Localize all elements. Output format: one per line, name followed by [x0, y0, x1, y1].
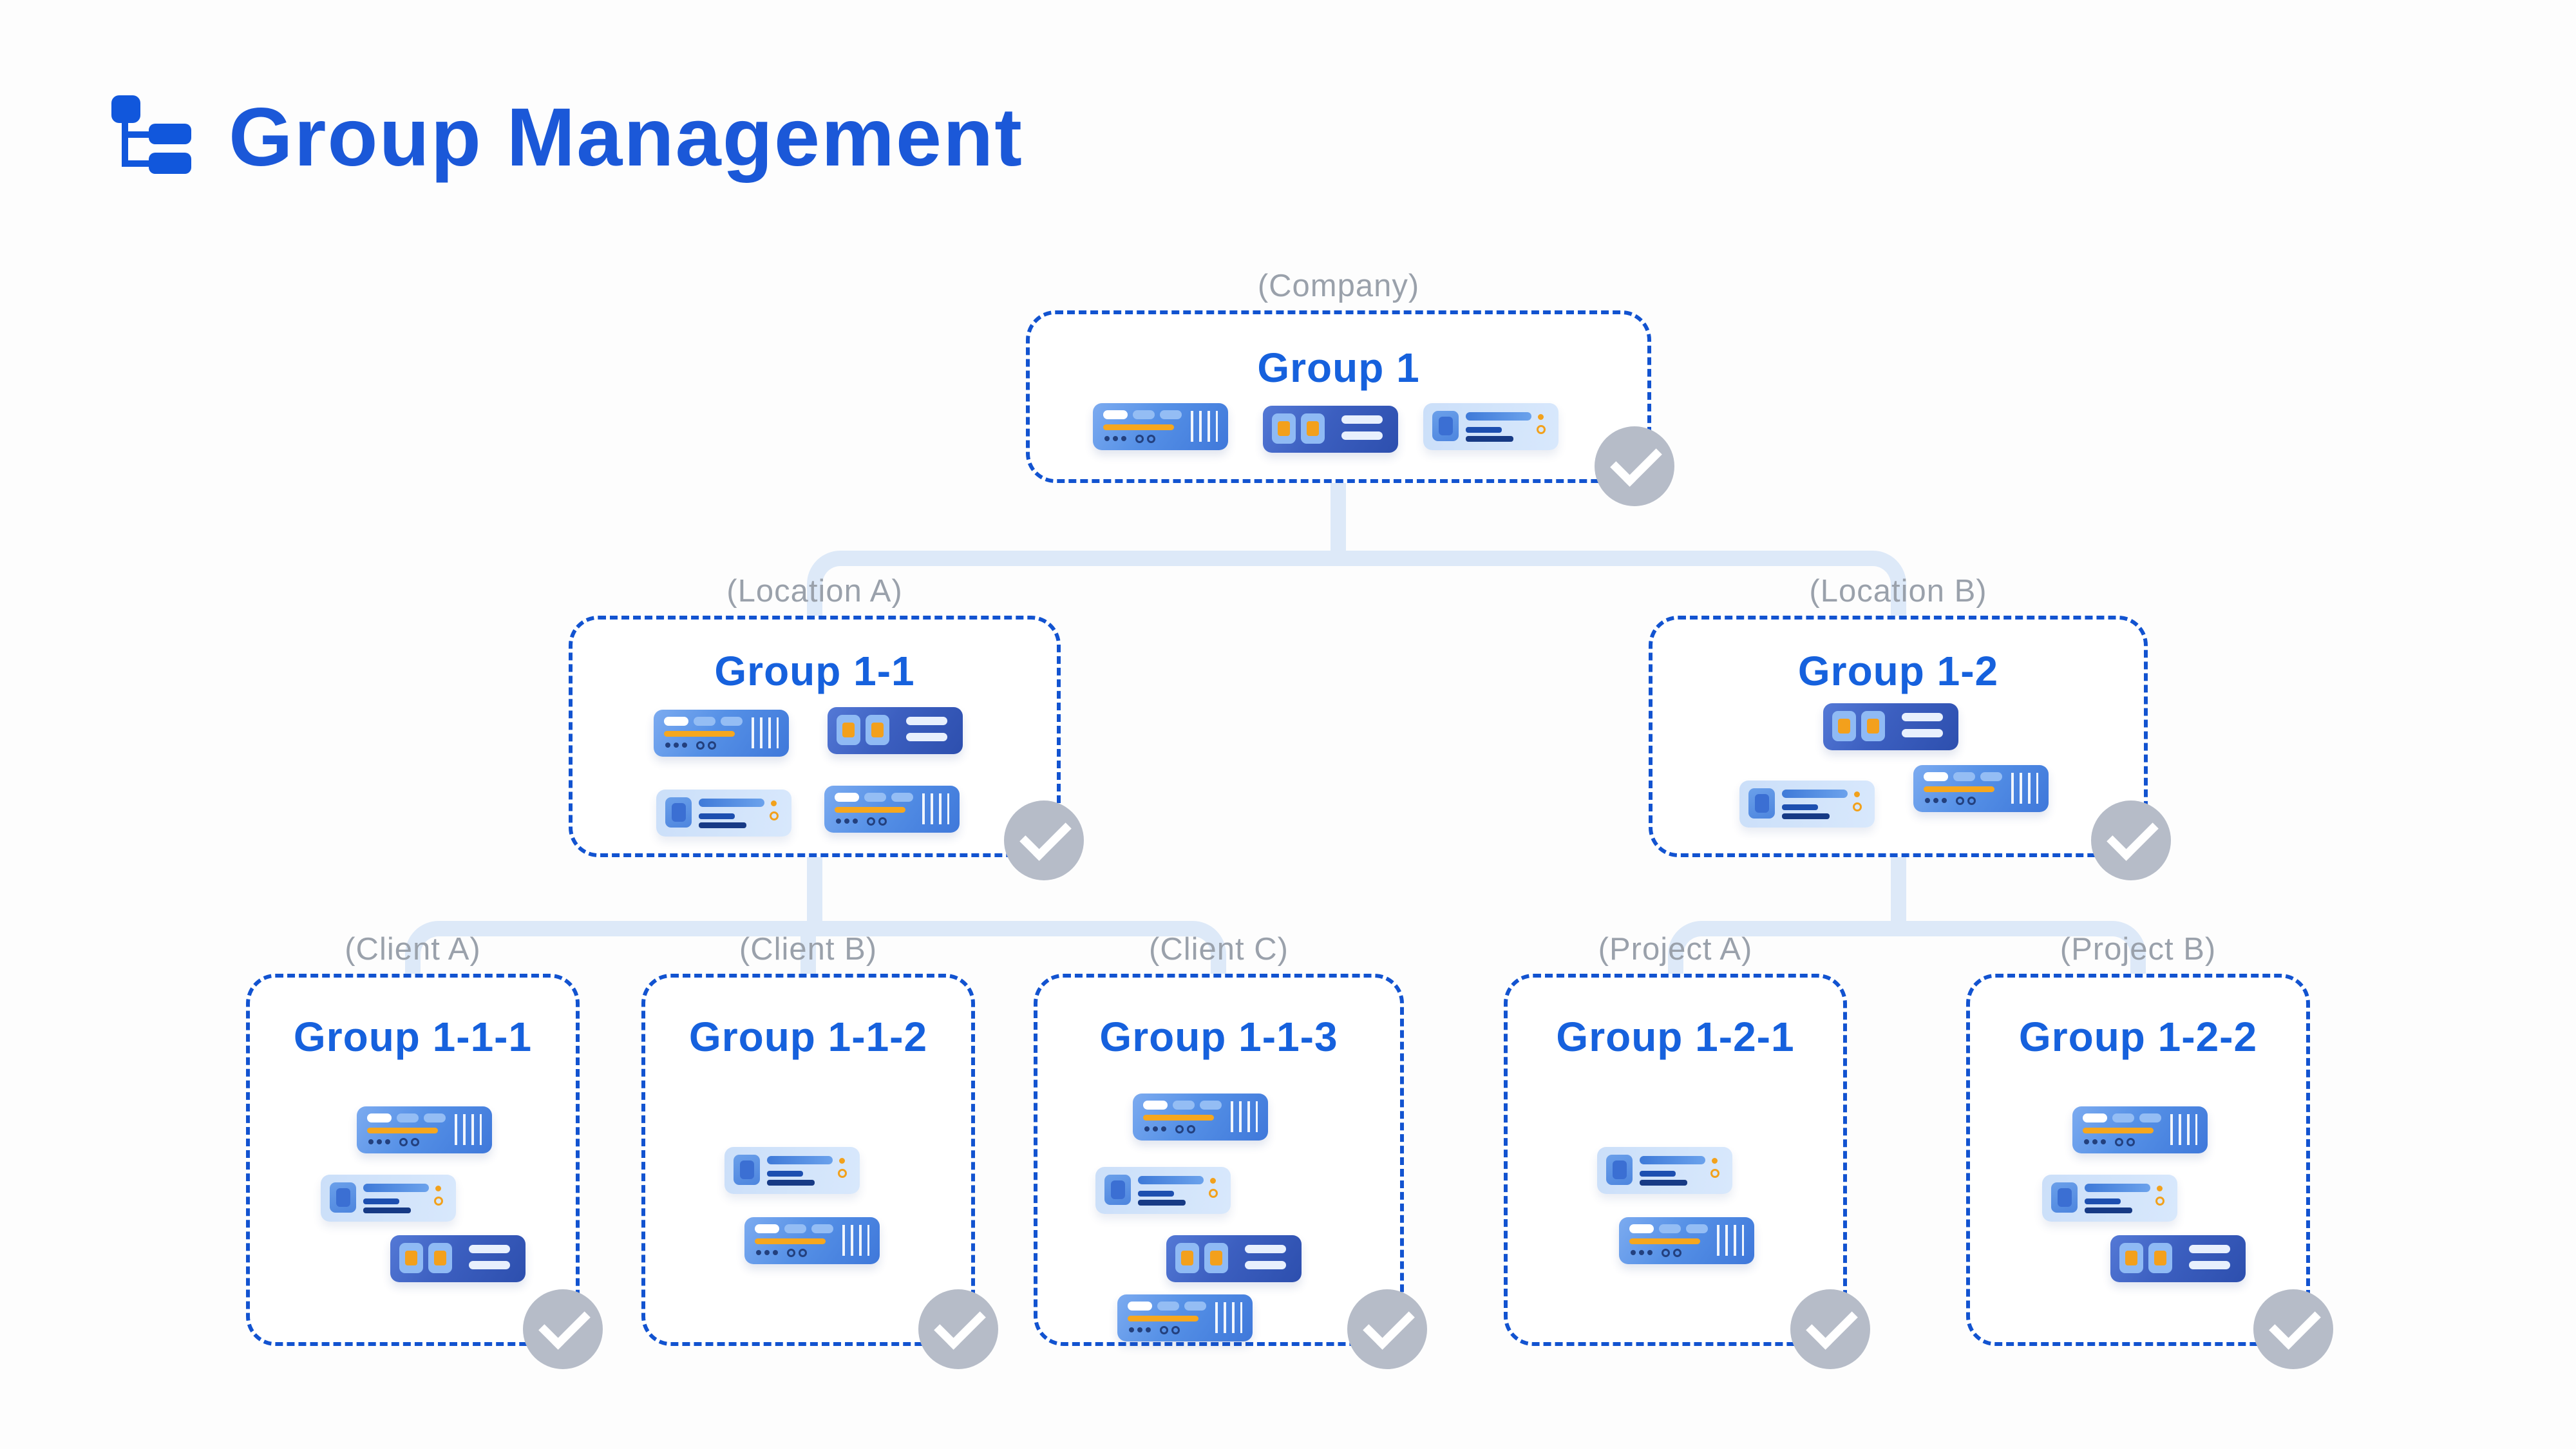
server-card-icon — [654, 710, 789, 757]
node-group-1-2: (Location B) Group 1-2 — [1649, 574, 2171, 880]
node-group-1-1: (Location A) Group 1-1 — [569, 574, 1084, 880]
node-tag: (Project A) — [1598, 932, 1753, 967]
check-icon — [1019, 809, 1072, 861]
server-panel-icon — [1597, 1147, 1732, 1194]
node-title: Group 1-1 — [714, 648, 915, 694]
connector-stem-location-b — [1891, 856, 1906, 927]
node-group-1-1-2: (Client B) Group 1-1-2 — [641, 932, 998, 1369]
node-group-1-1-3: (Client C) Group 1-1-3 — [1034, 932, 1427, 1369]
node-tag: (Client C) — [1149, 932, 1289, 967]
check-icon — [1363, 1298, 1415, 1350]
server-panel-icon — [321, 1175, 456, 1222]
node-tag: (Project B) — [2060, 932, 2217, 967]
check-icon — [934, 1298, 986, 1350]
server-card-icon — [1093, 403, 1228, 450]
node-tag: (Company) — [1257, 269, 1420, 303]
check-icon — [1610, 435, 1662, 487]
server-panel-icon — [656, 790, 791, 837]
node-tag: (Location A) — [726, 574, 903, 609]
status-badge — [1347, 1289, 1427, 1369]
node-title: Group 1-2-2 — [2018, 1014, 2258, 1060]
node-title: Group 1-2 — [1797, 648, 1999, 694]
connector-stem-company — [1331, 480, 1346, 558]
server-rack-icon — [1263, 406, 1398, 453]
status-badge — [523, 1289, 603, 1369]
node-tag: (Client A) — [345, 932, 481, 967]
node-tag: (Client B) — [739, 932, 878, 967]
node-title: Group 1 — [1257, 345, 1420, 391]
server-card-icon — [357, 1106, 492, 1153]
node-group-1: (Company) Group 1 — [1026, 269, 1674, 506]
server-rack-icon — [1823, 703, 1958, 750]
server-rack-icon — [390, 1235, 526, 1282]
server-panel-icon — [1739, 781, 1875, 828]
node-group-1-2-1: (Project A) Group 1-2-1 — [1504, 932, 1870, 1369]
server-rack-icon — [828, 707, 963, 754]
status-badge — [1790, 1289, 1870, 1369]
server-card-icon — [1619, 1217, 1754, 1264]
node-title: Group 1-2-1 — [1556, 1014, 1795, 1060]
status-badge — [2253, 1289, 2333, 1369]
server-panel-icon — [724, 1147, 860, 1194]
node-group-1-2-2: (Project B) Group 1-2-2 — [1966, 932, 2333, 1369]
server-card-icon — [1913, 765, 2049, 812]
check-icon — [538, 1298, 591, 1350]
node-tag: (Location B) — [1809, 574, 1987, 609]
server-card-icon — [1117, 1294, 1253, 1341]
status-badge — [2091, 800, 2171, 880]
connector-stem-client-b — [800, 926, 816, 978]
server-card-icon — [1133, 1094, 1268, 1141]
server-card-icon — [2072, 1106, 2208, 1153]
status-badge — [1595, 426, 1674, 506]
node-title: Group 1-1-1 — [293, 1014, 533, 1060]
server-card-icon — [824, 786, 960, 833]
connector-branch-locations — [807, 551, 1906, 620]
org-hierarchy-icon — [111, 95, 191, 174]
page-title: Group Management — [229, 91, 1023, 184]
server-panel-icon — [2042, 1175, 2177, 1222]
connector-stem-location-a — [807, 856, 822, 927]
check-icon — [2107, 809, 2159, 861]
server-rack-icon — [2110, 1235, 2246, 1282]
connector-branch-projects — [1668, 921, 2146, 978]
status-badge — [918, 1289, 998, 1369]
node-title: Group 1-1-3 — [1099, 1014, 1338, 1060]
check-icon — [2269, 1298, 2321, 1350]
node-group-1-1-1: (Client A) Group 1-1-1 — [246, 932, 603, 1369]
server-panel-icon — [1423, 403, 1558, 450]
server-panel-icon — [1095, 1167, 1231, 1214]
node-title: Group 1-1-2 — [688, 1014, 928, 1060]
status-badge — [1004, 800, 1084, 880]
server-rack-icon — [1166, 1235, 1302, 1282]
check-icon — [1806, 1298, 1858, 1350]
server-card-icon — [744, 1217, 880, 1264]
